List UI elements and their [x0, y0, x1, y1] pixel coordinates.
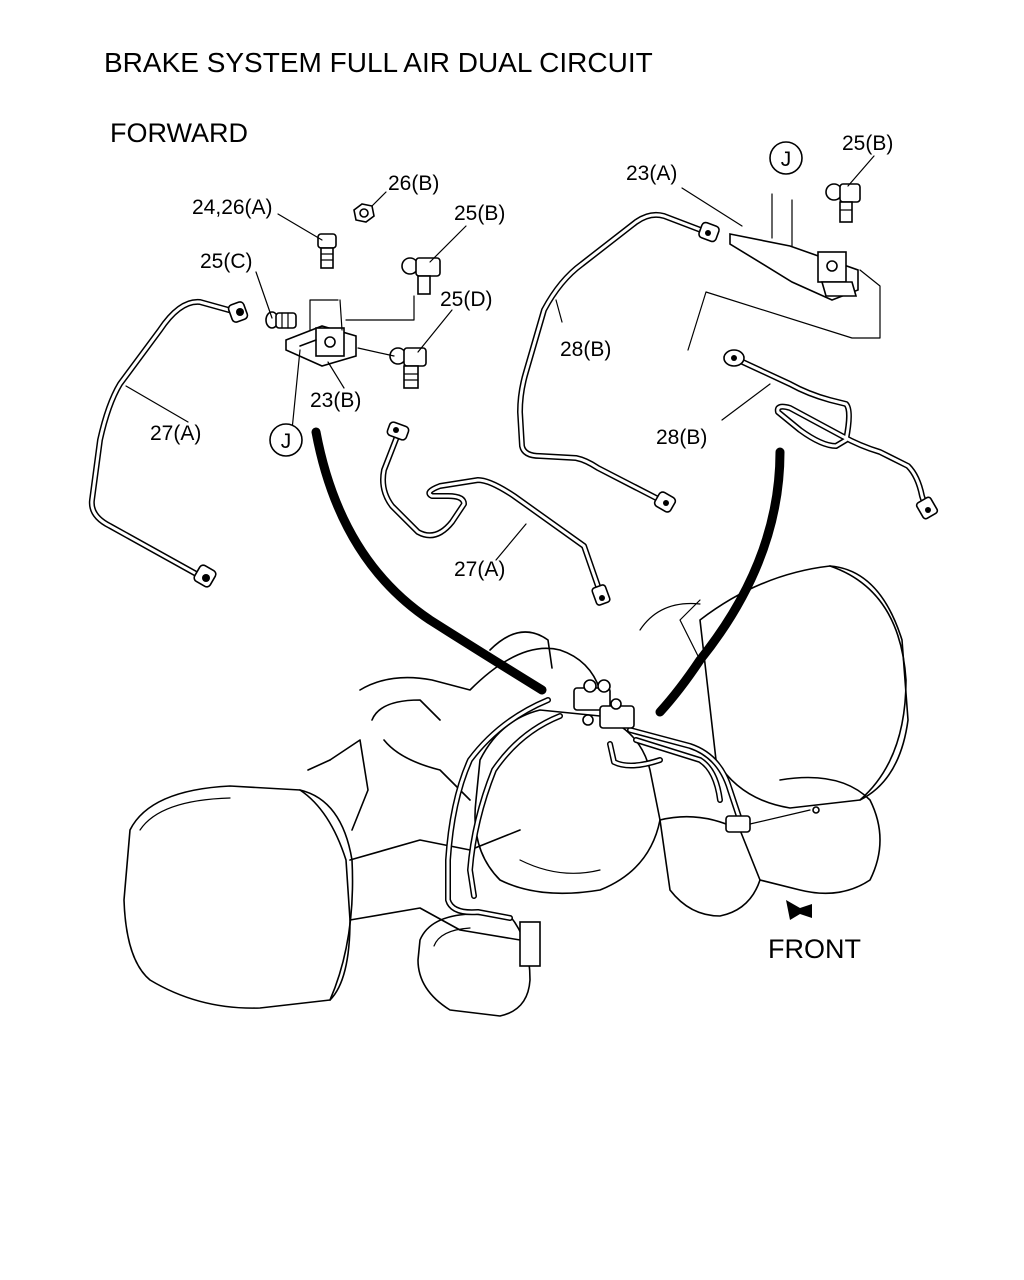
right-valve-assembly: [517, 183, 939, 520]
left-brake-drum: [123, 785, 354, 1009]
pipe-28b-lower: [723, 349, 939, 520]
callout-25b-right: 25(B): [842, 132, 893, 155]
bolt-24-26a: [317, 233, 337, 269]
callout-27a-left: 27(A): [150, 422, 201, 445]
axle-valve-block: [573, 679, 635, 729]
rear-axle-assembly: [123, 565, 909, 1017]
fitting-25c: [265, 311, 297, 329]
callout-28b-lower: 28(B): [656, 426, 707, 449]
front-label: FRONT: [768, 934, 861, 964]
valve-23b: [285, 325, 357, 367]
pointer-curve-left: [311, 427, 547, 695]
pipe-28b-upper: [517, 211, 720, 513]
leader-lines-right: [555, 155, 875, 421]
callout-j-left: J: [281, 430, 292, 453]
callout-26b: 26(B): [388, 172, 439, 195]
pipe-27a-middle: [380, 421, 611, 606]
pointer-curve-right: [655, 447, 785, 717]
pipe-27a-left: [88, 298, 249, 588]
callout-j-right: J: [781, 148, 792, 171]
callout-25b-left: 25(B): [454, 202, 505, 225]
fitting-25d: [389, 347, 427, 389]
right-brake-drum: [639, 565, 909, 809]
callout-28b-upper: 28(B): [560, 338, 611, 361]
front-direction-indicator: FRONT: [768, 900, 861, 964]
leader-lines-left: [125, 191, 527, 561]
front-arrow-icon: [786, 900, 812, 920]
callout-23b: 23(B): [310, 389, 361, 412]
nut-26b: [353, 203, 375, 223]
callout-23a: 23(A): [626, 162, 677, 185]
callout-27a-middle: 27(A): [454, 558, 505, 581]
fitting-25b-right: [825, 183, 861, 223]
lower-brake-chamber: [417, 913, 541, 1017]
fitting-25b-left: [401, 257, 441, 295]
callout-25c: 25(C): [200, 250, 253, 273]
valve-23a: [729, 233, 859, 301]
callout-j-left-bubble: J: [269, 423, 303, 457]
diagram-subtitle: FORWARD: [110, 118, 248, 148]
left-valve-assembly: [88, 203, 611, 606]
diagram-title: BRAKE SYSTEM FULL AIR DUAL CIRCUIT: [104, 47, 653, 78]
callout-24-26a: 24,26(A): [192, 196, 273, 219]
callout-j-right-bubble: J: [769, 141, 803, 175]
callout-25d: 25(D): [440, 288, 493, 311]
